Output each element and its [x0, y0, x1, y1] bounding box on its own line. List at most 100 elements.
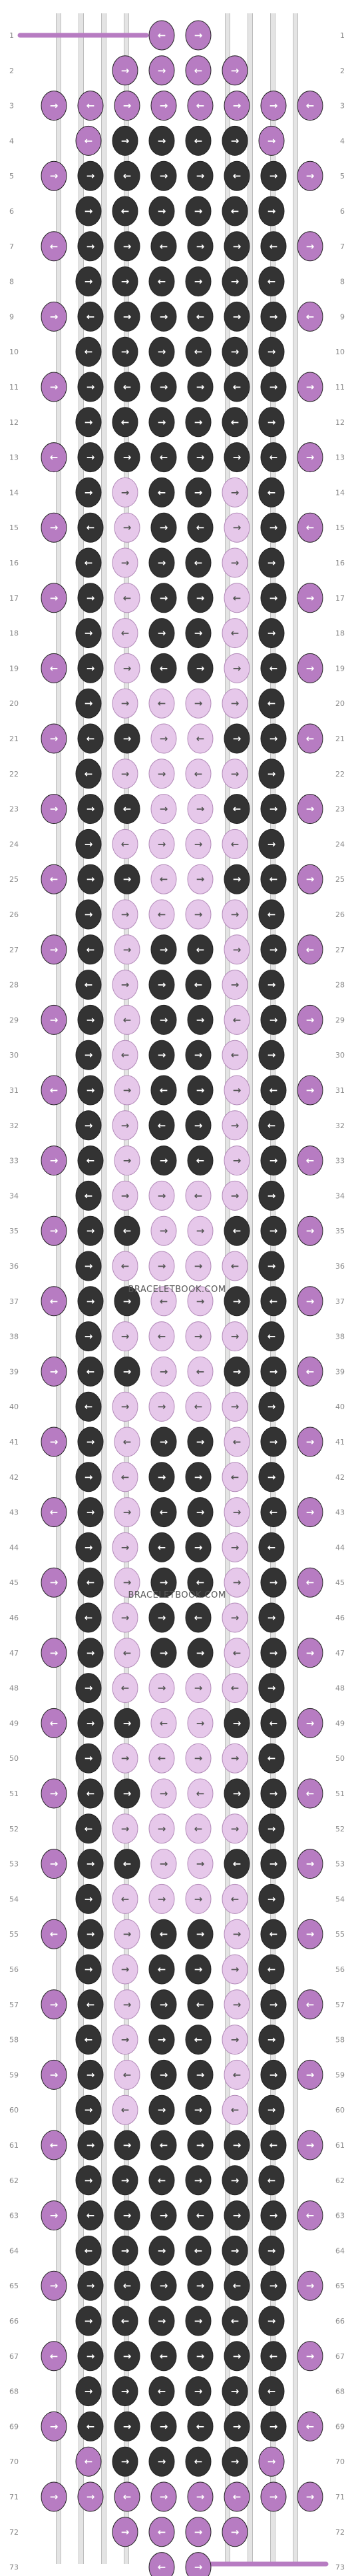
backward-knot-arrow-icon: ← [196, 944, 205, 956]
backward-knot-arrow-icon: ← [123, 1858, 132, 1870]
forward-knot-arrow-icon: → [196, 2491, 205, 2503]
knot: → [297, 1708, 323, 1738]
row-label: 22 [9, 770, 19, 779]
knot: ← [114, 2270, 140, 2301]
knot: ← [77, 1145, 104, 1176]
knot: → [187, 372, 214, 402]
forward-knot-arrow-icon: → [269, 2491, 278, 2503]
knot: ← [185, 125, 212, 156]
forward-knot-arrow-icon: → [50, 803, 59, 815]
knot: → [112, 266, 138, 297]
backward-knot-arrow-icon: ← [267, 2174, 276, 2186]
knot: → [112, 899, 138, 930]
backward-knot-arrow-icon: ← [306, 100, 315, 112]
forward-knot-arrow-icon: → [196, 803, 205, 815]
backward-knot-arrow-icon: ← [233, 2280, 242, 2292]
row-label: 16 [9, 559, 19, 567]
row-label: 5 [340, 172, 345, 180]
forward-knot-arrow-icon: → [233, 1506, 242, 1518]
backward-knot-arrow-icon: ← [306, 944, 315, 956]
backward-knot-arrow-icon: ← [158, 697, 166, 709]
knot: → [148, 1602, 175, 1633]
row-label: 63 [9, 2212, 19, 2220]
knot: → [150, 2481, 177, 2512]
forward-knot-arrow-icon: → [121, 1612, 130, 1624]
backward-knot-arrow-icon: ← [121, 1260, 130, 1272]
knot: → [114, 2130, 140, 2160]
forward-knot-arrow-icon: → [160, 2280, 168, 2292]
forward-knot-arrow-icon: → [269, 944, 278, 956]
knot: ← [185, 2025, 212, 2055]
knot: → [150, 2200, 177, 2231]
forward-knot-arrow-icon: → [121, 1120, 130, 1131]
knot: → [260, 1778, 287, 1809]
knot: → [77, 1849, 104, 1879]
knot: ← [114, 2481, 140, 2512]
forward-knot-arrow-icon: → [233, 100, 242, 112]
knot: → [260, 1145, 287, 1176]
row-label: 31 [335, 1086, 345, 1095]
knot: → [148, 1251, 175, 1281]
forward-knot-arrow-icon: → [306, 592, 315, 604]
forward-knot-arrow-icon: → [158, 1823, 166, 1835]
knot: ← [114, 161, 140, 191]
knot: ← [185, 1391, 212, 1422]
knot: ← [150, 864, 177, 894]
forward-knot-arrow-icon: → [123, 240, 132, 252]
knot: ← [77, 1356, 104, 1387]
knot: → [222, 1532, 248, 1562]
backward-knot-arrow-icon: ← [231, 838, 240, 850]
row-label: 37 [335, 1297, 345, 1306]
forward-knot-arrow-icon: → [269, 1787, 278, 1799]
knot: → [77, 1215, 104, 1246]
knot: → [224, 1778, 250, 1809]
forward-knot-arrow-icon: → [85, 2104, 93, 2116]
knot: ← [148, 2165, 175, 2196]
backward-knot-arrow-icon: ← [194, 1189, 203, 1201]
forward-knot-arrow-icon: → [231, 65, 240, 77]
knot: → [114, 1075, 140, 1106]
forward-knot-arrow-icon: → [194, 486, 203, 498]
backward-knot-arrow-icon: ← [233, 592, 242, 604]
row-label: 12 [9, 418, 19, 427]
knot: ← [258, 1110, 285, 1141]
knot: → [185, 1251, 212, 1281]
knot: → [222, 688, 248, 719]
knot: → [77, 1919, 104, 1949]
forward-knot-arrow-icon: → [231, 768, 240, 780]
watermark-top: BRACELETBOOK.COM [128, 1285, 226, 1295]
knot: ← [41, 2130, 67, 2160]
knot: ← [114, 583, 140, 613]
forward-knot-arrow-icon: → [87, 1436, 95, 1448]
forward-knot-arrow-icon: → [121, 557, 130, 569]
knot: → [77, 161, 104, 191]
knot: → [112, 1813, 138, 1844]
forward-knot-arrow-icon: → [160, 592, 168, 604]
row-label: 51 [9, 1789, 19, 1798]
forward-knot-arrow-icon: → [87, 2280, 95, 2292]
forward-knot-arrow-icon: → [231, 2174, 240, 2186]
row-label: 61 [335, 2141, 345, 2150]
forward-knot-arrow-icon: → [306, 1717, 315, 1729]
knot: ← [114, 1427, 140, 1457]
forward-knot-arrow-icon: → [233, 521, 242, 533]
forward-knot-arrow-icon: → [158, 627, 166, 639]
knot: ← [224, 1215, 250, 1246]
forward-knot-arrow-icon: → [87, 240, 95, 252]
knot: ← [185, 55, 212, 86]
knot: ← [148, 2376, 175, 2407]
backward-knot-arrow-icon: ← [194, 135, 203, 147]
knot: ← [260, 1286, 287, 1317]
row-label: 38 [9, 1333, 19, 1341]
knot: → [260, 934, 287, 965]
knot: → [297, 1427, 323, 1457]
forward-knot-arrow-icon: → [267, 838, 276, 850]
backward-knot-arrow-icon: ← [267, 697, 276, 709]
forward-knot-arrow-icon: → [87, 1717, 95, 1729]
knot: ← [148, 1954, 175, 1985]
row-label: 33 [335, 1157, 345, 1165]
forward-knot-arrow-icon: → [85, 627, 93, 639]
forward-knot-arrow-icon: → [233, 733, 242, 745]
forward-knot-arrow-icon: → [231, 979, 240, 991]
knot: → [112, 1321, 138, 1352]
